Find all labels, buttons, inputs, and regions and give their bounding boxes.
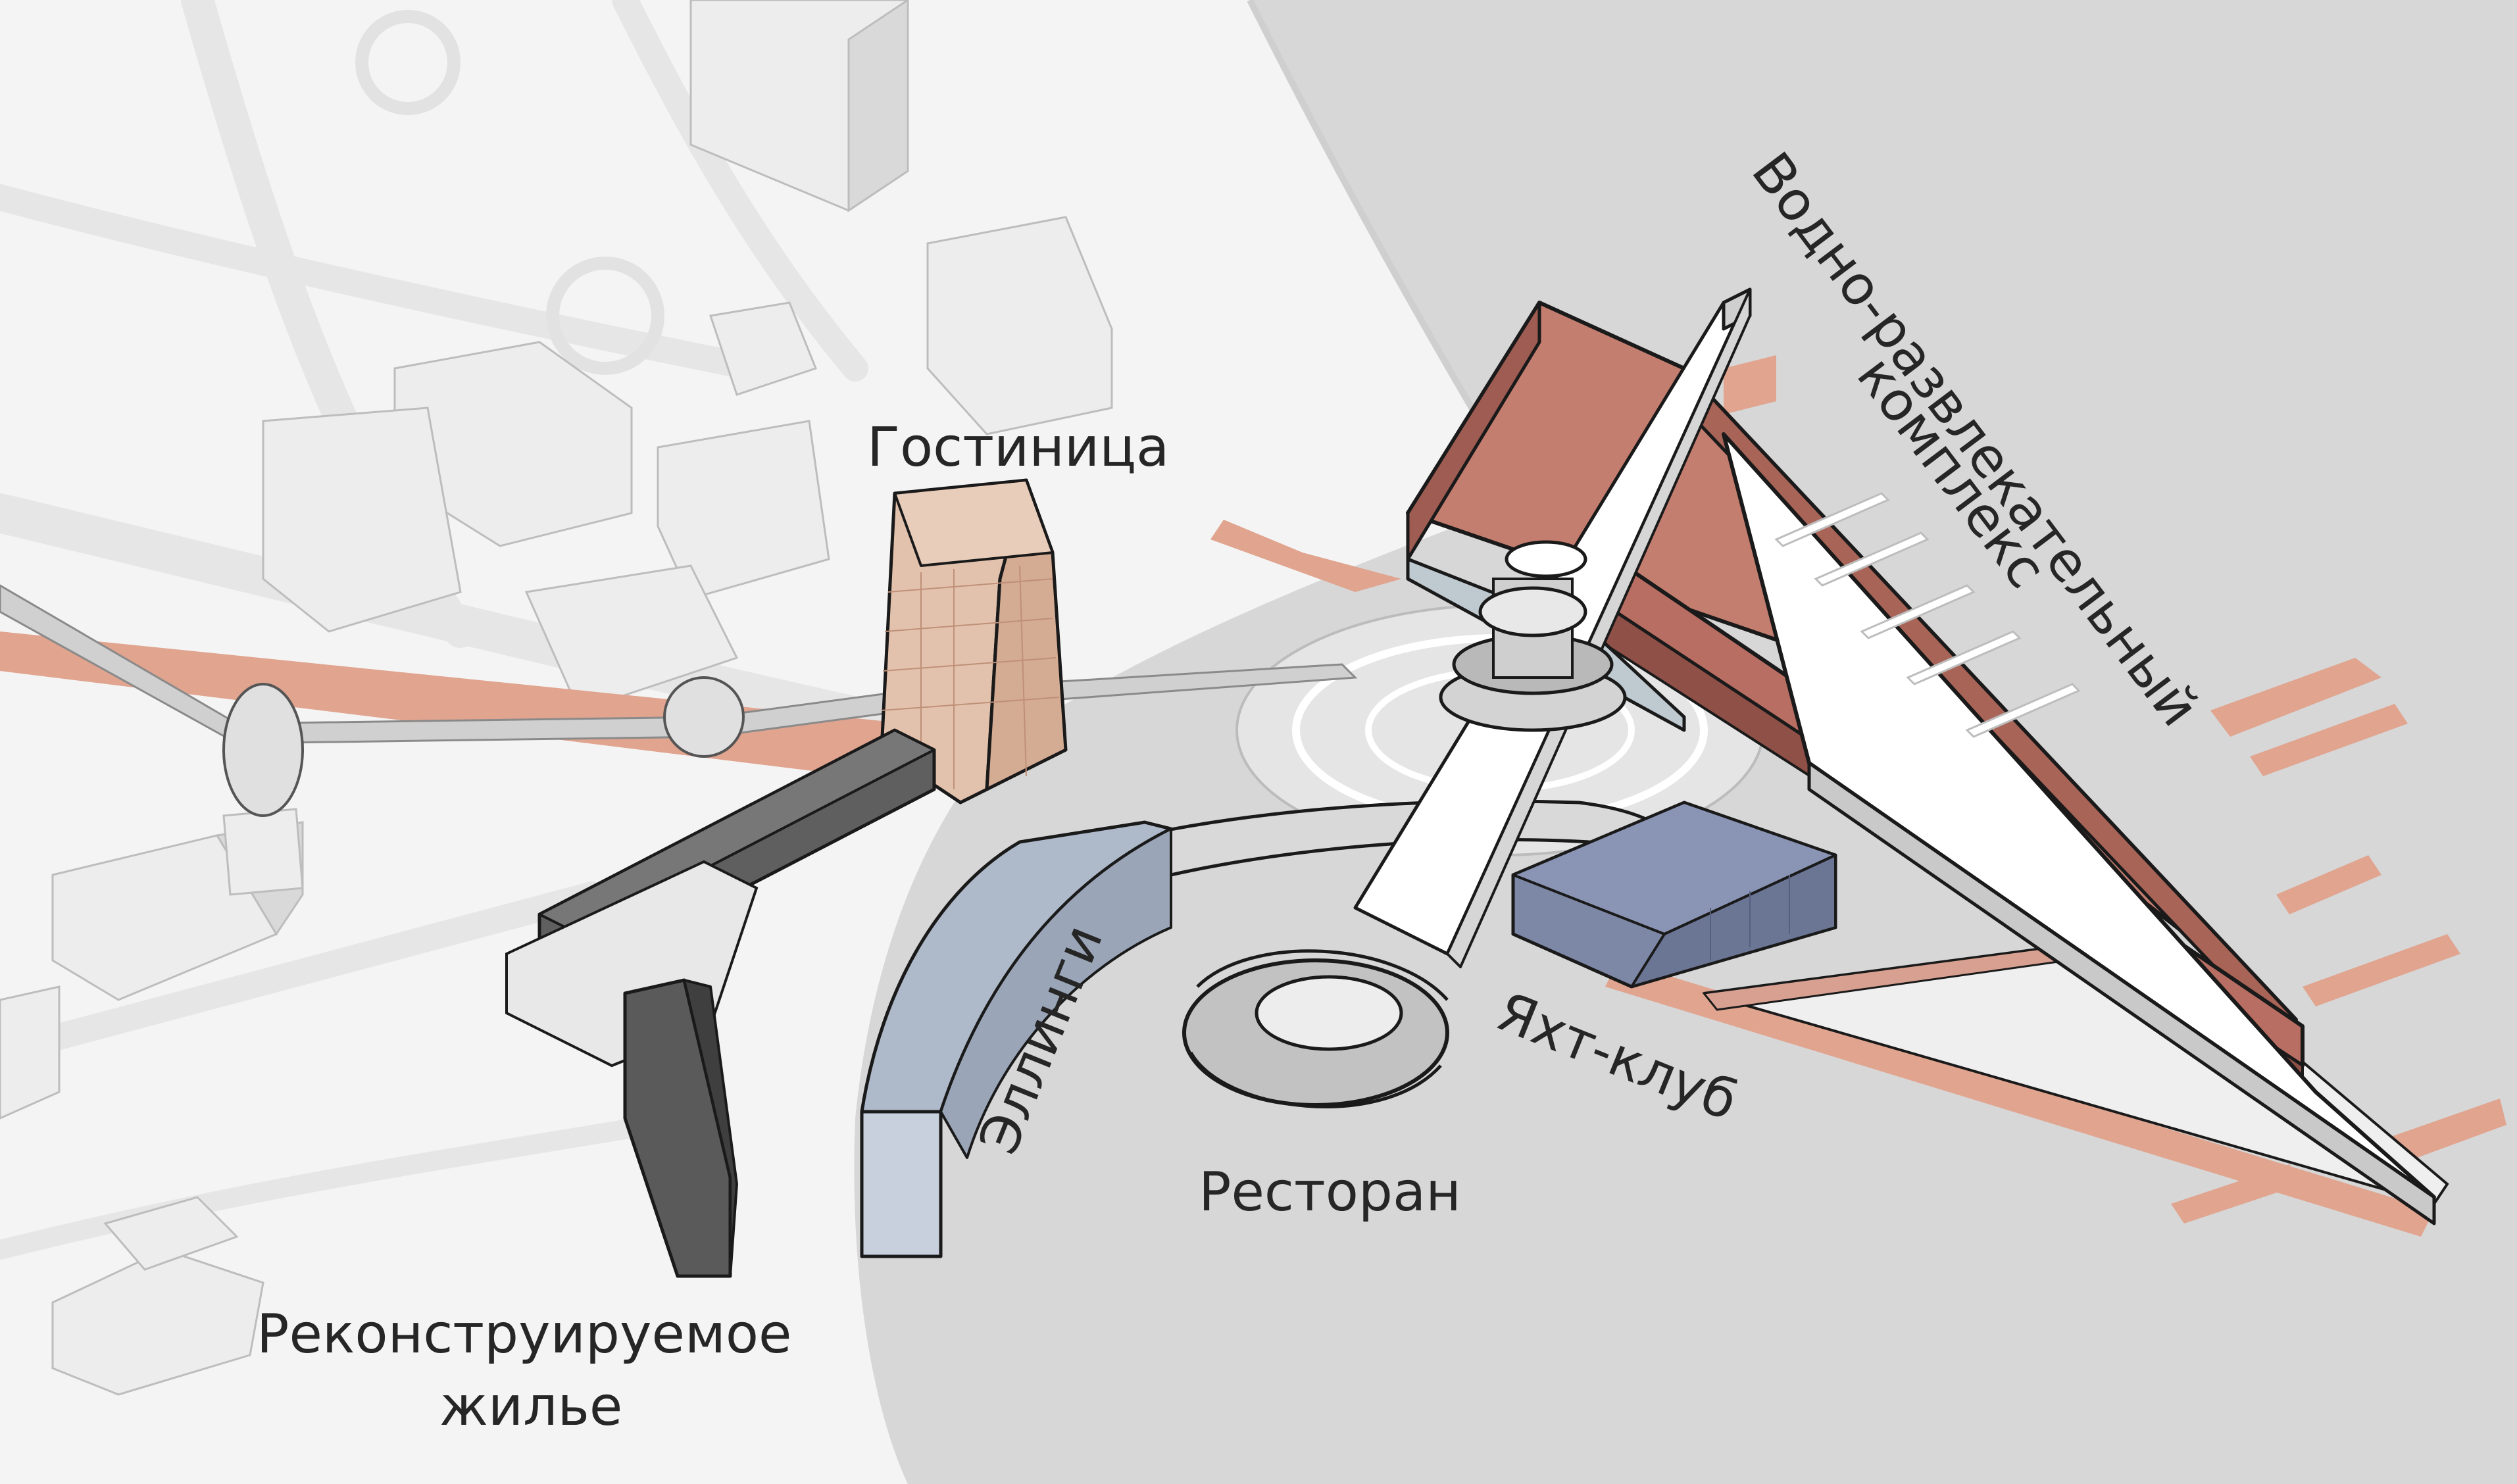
- skywalk: [0, 584, 1358, 817]
- label-restaurant: Ресторан: [1199, 1161, 1461, 1224]
- context-roads: [0, 0, 908, 1260]
- restaurant-ring: [1182, 949, 1449, 1108]
- skywalk-pavilion-2: [663, 676, 745, 758]
- yacht-club: [1511, 801, 1837, 989]
- dock-piers: [1774, 492, 2081, 738]
- hotel-tower: [880, 478, 1068, 804]
- label-housing-line1: Реконструируемое: [257, 1303, 791, 1366]
- roundabout: [355, 10, 461, 115]
- label-housing-line2: жилье: [439, 1375, 622, 1438]
- boathouses: [860, 820, 1173, 1258]
- skywalk-pavilion-1: [222, 683, 304, 817]
- dark-blocks: [505, 728, 936, 1278]
- context-buildings: [0, 0, 1113, 1396]
- label-hotel: Гостиница: [867, 416, 1169, 479]
- observation-tower: [1439, 540, 1627, 732]
